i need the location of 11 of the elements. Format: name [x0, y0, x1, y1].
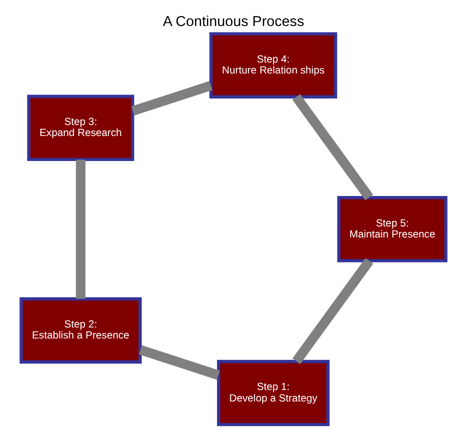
node-box: Step 1: Develop a Strategy [216, 360, 330, 426]
node-box: Step 5: Maintain Presence [336, 196, 447, 262]
node-box: Step 4: Nurture Relation ships [208, 32, 337, 98]
node-box: Step 3: Expand Research [26, 94, 134, 162]
connector [138, 345, 220, 380]
connector [292, 258, 373, 364]
connector [292, 94, 373, 200]
connector [75, 160, 85, 299]
diagram-title: A Continuous Process [162, 14, 304, 30]
node-box: Step 2: Establish a Presence [19, 297, 142, 364]
connector [130, 81, 212, 116]
